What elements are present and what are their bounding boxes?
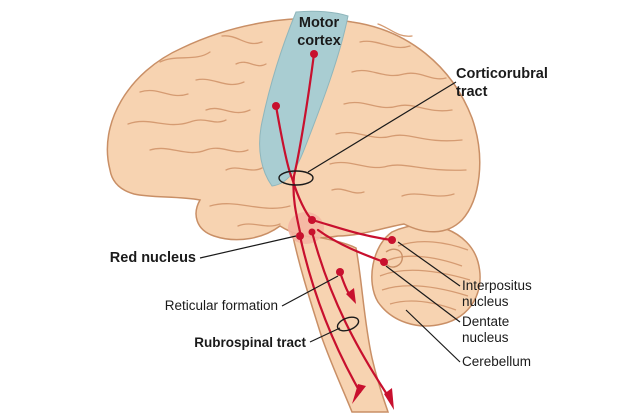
cerebellum-shape bbox=[371, 224, 481, 327]
label-interpositus-line1: Interpositus bbox=[462, 278, 532, 293]
label-rubrospinal-tract: Rubrospinal tract bbox=[194, 335, 306, 350]
red-nucleus-region bbox=[288, 212, 324, 244]
label-motor-cortex-line1: Motor bbox=[299, 15, 340, 31]
label-red-nucleus: Red nucleus bbox=[110, 250, 196, 266]
leader-corticorubral bbox=[307, 81, 457, 173]
red-nucleus-neuron-dot bbox=[308, 216, 316, 224]
neuron-dots bbox=[272, 50, 396, 276]
leader-reticular bbox=[281, 275, 339, 307]
red-nucleus-neuron-dot bbox=[308, 228, 316, 236]
leader-lines bbox=[199, 81, 461, 363]
leader-cerebellum bbox=[405, 309, 461, 363]
red-nucleus-neuron-dot bbox=[296, 232, 304, 240]
label-dentate-line2: nucleus bbox=[462, 330, 509, 345]
leader-interpositus bbox=[397, 241, 461, 287]
motor-cortex-neuron-dot bbox=[310, 50, 318, 58]
label-cerebellum: Cerebellum bbox=[462, 354, 531, 369]
label-reticular-formation: Reticular formation bbox=[165, 298, 278, 313]
motor-cortex-neuron-dot bbox=[272, 102, 280, 110]
gyri-lines bbox=[127, 23, 467, 227]
label-dentate-line1: Dentate bbox=[462, 314, 509, 329]
dentate-neuron-dot bbox=[380, 258, 388, 266]
label-corticorubral-line2: tract bbox=[456, 84, 488, 100]
corticorubral-marker bbox=[278, 170, 314, 186]
leader-red-nucleus bbox=[199, 235, 297, 259]
leader-dentate bbox=[385, 265, 461, 323]
label-interpositus-line2: nucleus bbox=[462, 294, 509, 309]
reticular-neuron-dot bbox=[336, 268, 344, 276]
arrowheads bbox=[346, 288, 394, 410]
leader-rubrospinal bbox=[309, 327, 341, 343]
interpositus-neuron-dot bbox=[388, 236, 396, 244]
rubrospinal-marker bbox=[336, 316, 360, 332]
label-corticorubral-line1: Corticorubral bbox=[456, 66, 548, 82]
label-motor-cortex-line2: cortex bbox=[297, 33, 341, 49]
